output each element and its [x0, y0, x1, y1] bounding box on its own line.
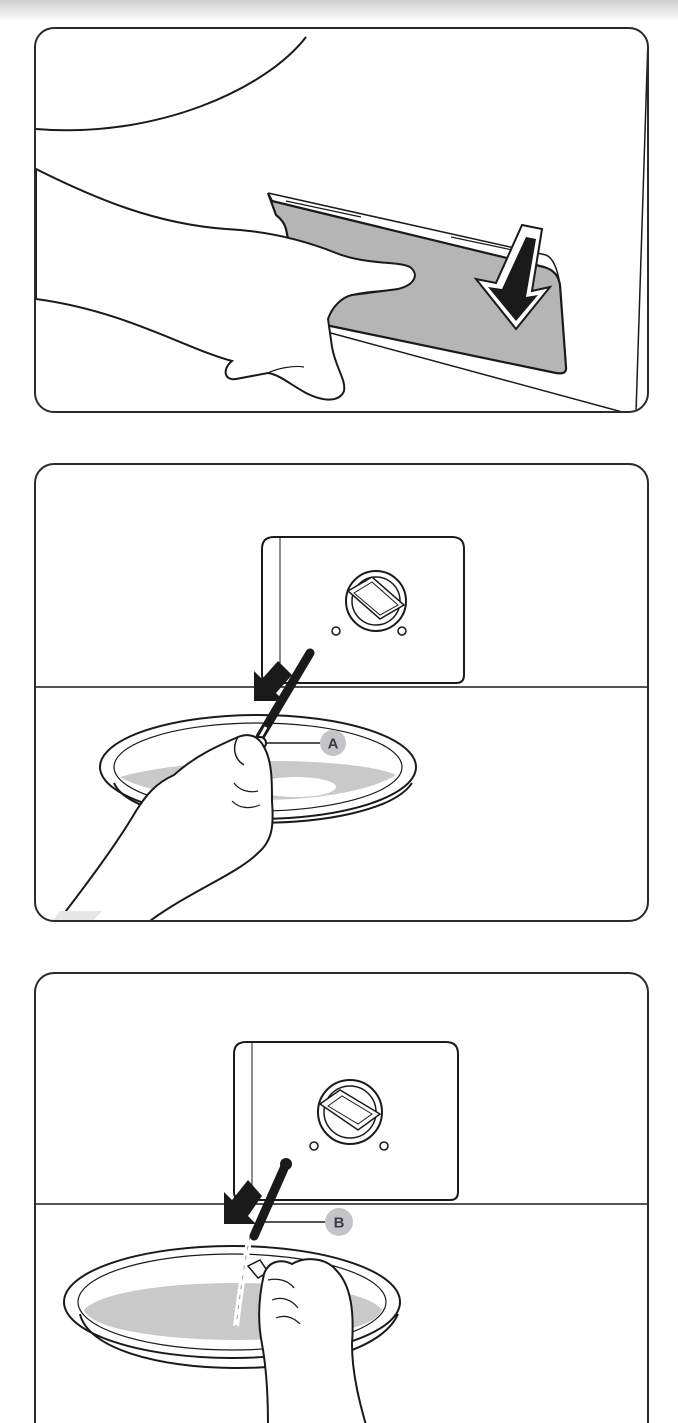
- top-shadow: [0, 0, 678, 22]
- drain-hose-drawing: A: [36, 465, 649, 922]
- drain-water-drawing: B: [36, 974, 649, 1423]
- hand: [36, 169, 415, 400]
- machine-edge: [636, 39, 648, 413]
- open-cover-drawing: [36, 29, 649, 413]
- callout-b-label: B: [334, 1215, 345, 1232]
- machine-door-arc: [36, 37, 306, 130]
- illustration-panel-open-cover: [34, 27, 649, 413]
- illustration-panel-drain-hose: A: [34, 463, 649, 922]
- illustration-panel-drain-water: B: [34, 972, 649, 1423]
- callout-a-label: A: [328, 736, 339, 753]
